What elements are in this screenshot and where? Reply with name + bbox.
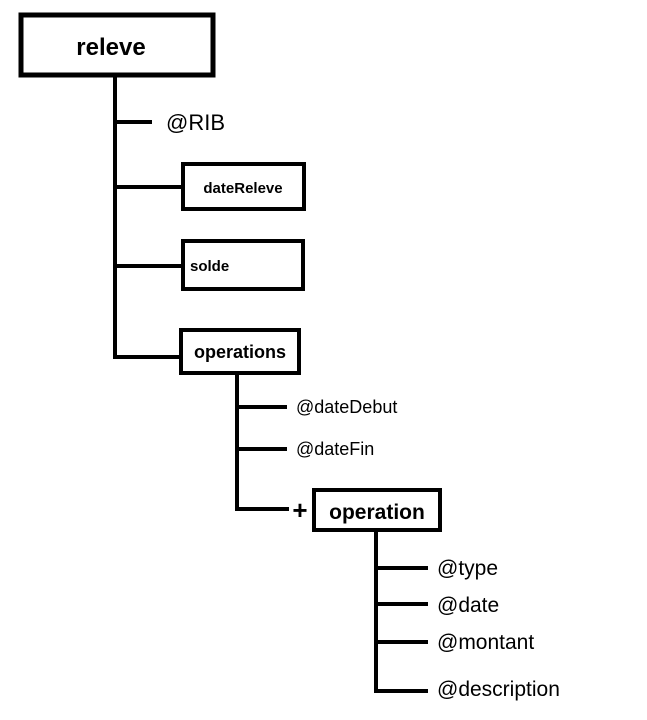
element-date-releve: dateReleve [181, 162, 306, 211]
attribute-rib: @RIB [166, 110, 225, 135]
element-solde: solde [181, 239, 305, 291]
element-operation-label: operation [329, 501, 425, 524]
attribute-type: @type [437, 557, 498, 580]
attribute-date-fin: @dateFin [296, 439, 374, 459]
attribute-date: @date [437, 594, 499, 617]
operations-connectors [235, 372, 289, 511]
attribute-montant: @montant [437, 631, 534, 654]
element-operations: operations [179, 328, 301, 375]
attribute-description: @description [437, 678, 560, 701]
element-operations-label: operations [194, 342, 286, 362]
element-solde-label: solde [190, 258, 229, 275]
attribute-date-debut: @dateDebut [296, 397, 397, 417]
element-releve: releve [18, 12, 216, 78]
operation-connectors [374, 529, 428, 693]
root-connectors [113, 74, 184, 359]
element-operation: operation [312, 488, 442, 532]
element-date-releve-label: dateReleve [203, 180, 282, 197]
element-releve-label: releve [76, 34, 145, 61]
multiplicity-plus: + [292, 495, 307, 525]
